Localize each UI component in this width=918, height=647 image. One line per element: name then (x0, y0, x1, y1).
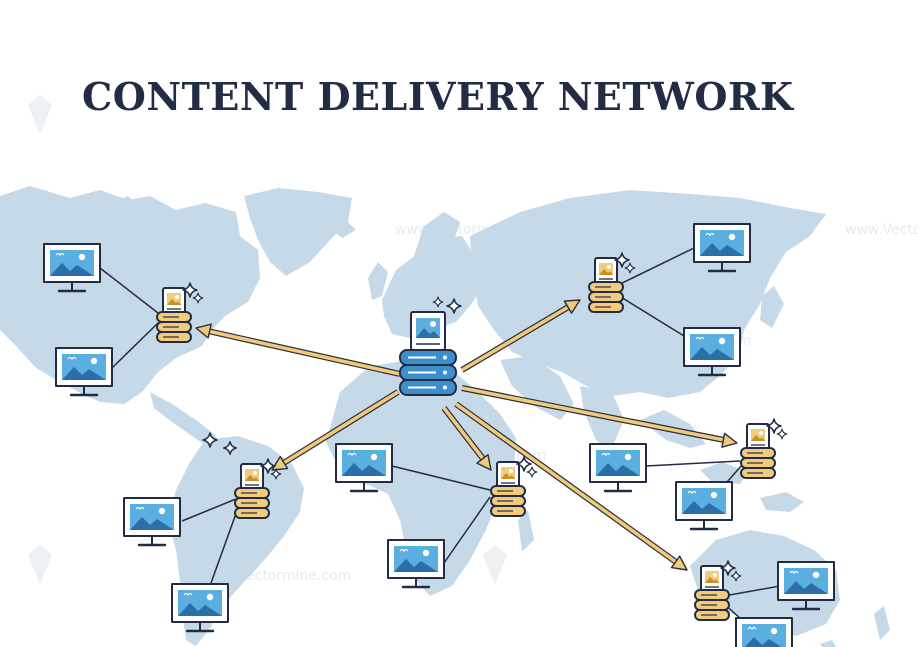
edge-server-icon (491, 457, 537, 516)
page-title: CONTENT DELIVERY NETWORK (82, 74, 794, 119)
map-europe (382, 236, 486, 338)
arrow-to-asia (460, 299, 581, 373)
monitor-icon (588, 442, 648, 493)
map-greenland (244, 188, 352, 276)
watermark-logo-icon (483, 545, 507, 585)
watermark-logo-icon (28, 545, 52, 585)
arrow-to-australia (454, 401, 688, 571)
monitor-icon (170, 582, 230, 633)
distribution-arrows (195, 299, 738, 571)
watermark-logo-icon (28, 95, 52, 135)
origin-server-icon (399, 296, 462, 396)
map-africa (326, 360, 516, 596)
monitor-icon (674, 480, 734, 531)
arrow-to-southeast-asia (461, 385, 738, 448)
watermark-text: www.Vectormine.com (845, 222, 918, 238)
arrow-to-north-america (195, 323, 401, 377)
monitor-icon (734, 616, 794, 647)
map-north-america (0, 186, 260, 404)
arrow-to-africa (441, 406, 492, 471)
arrow-to-south-america (271, 389, 400, 471)
monitor-icon (122, 496, 182, 547)
edge-server-icon (741, 419, 787, 478)
